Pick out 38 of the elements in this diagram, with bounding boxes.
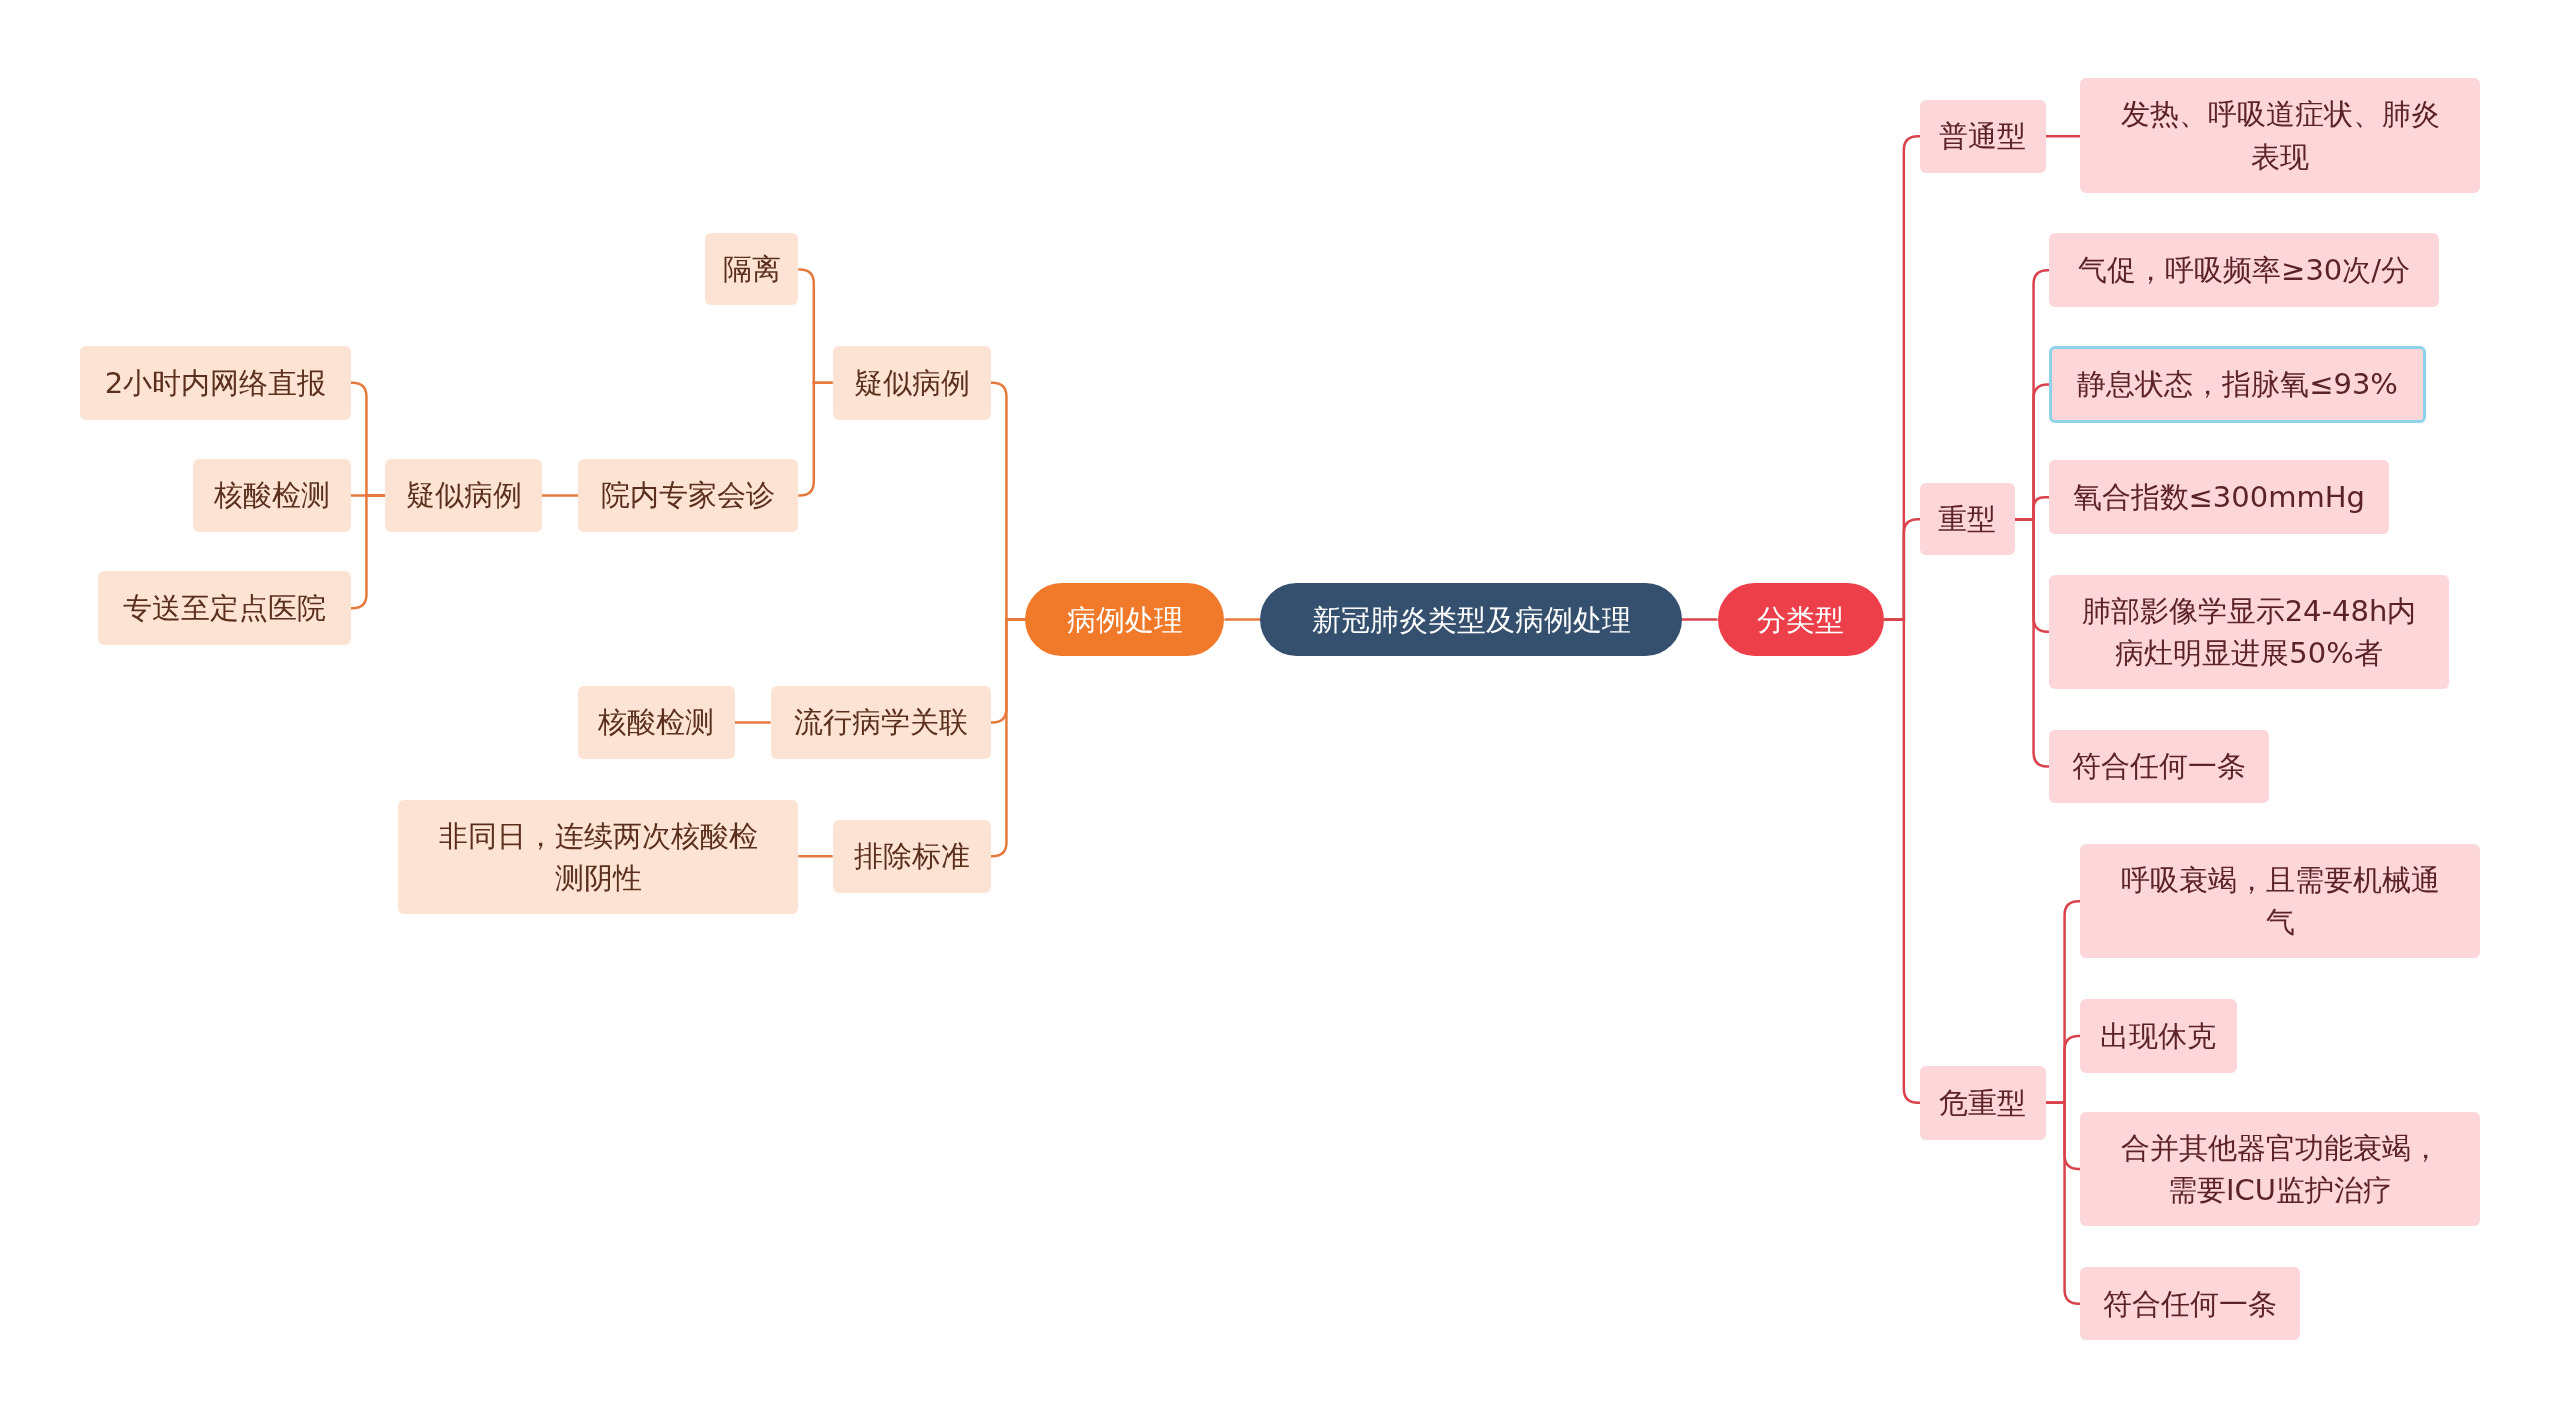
topic-box: 重型 bbox=[1920, 483, 2015, 556]
topic-box: 核酸检测 bbox=[577, 685, 735, 760]
topic-box: 气促，呼吸频率≥30次/分 bbox=[2048, 233, 2440, 307]
connector-line bbox=[991, 618, 1026, 858]
topic-box: 发热、呼吸道症状、肺炎表现 bbox=[2080, 78, 2480, 193]
connector-line bbox=[2045, 1101, 2081, 1305]
connector-line bbox=[542, 494, 578, 497]
connector-line bbox=[1681, 618, 1718, 621]
connector-line bbox=[351, 494, 386, 610]
topic-box: 核酸检测 bbox=[192, 458, 351, 533]
topic-box: 合并其他器官功能衰竭，需要ICU监护治疗 bbox=[2080, 1111, 2480, 1227]
topic-box: 普通型 bbox=[1920, 99, 2046, 174]
topic-box: 呼吸衰竭，且需要机械通气 bbox=[2080, 844, 2480, 959]
topic-box: 危重型 bbox=[1920, 1066, 2046, 1140]
topic-box: 隔离 bbox=[705, 233, 799, 306]
connector-line bbox=[2014, 517, 2049, 768]
topic-box: 非同日，连续两次核酸检测阴性 bbox=[398, 800, 799, 915]
topic-box: 出现休克 bbox=[2080, 999, 2237, 1073]
topic-box: 静息状态，指脉氧≤93% bbox=[2048, 346, 2427, 423]
connector-line bbox=[1224, 618, 1261, 621]
topic-box: 院内专家会诊 bbox=[577, 458, 799, 533]
connector-line bbox=[734, 721, 771, 724]
connector-line bbox=[2045, 135, 2080, 138]
topic-box: 肺部影像学显示24-48h内病灶明显进展50%者 bbox=[2048, 574, 2449, 689]
topic-box: 排除标准 bbox=[832, 819, 991, 894]
topic-box: 氧合指数≤300mmHg bbox=[2048, 460, 2389, 534]
connector-line bbox=[798, 381, 833, 497]
topic-box: 2小时内网络直报 bbox=[80, 346, 351, 420]
topic-box: 疑似病例 bbox=[832, 346, 991, 420]
central-topic: 新冠肺炎类型及病例处理 bbox=[1260, 582, 1682, 657]
branch-topic: 分类型 bbox=[1717, 582, 1885, 657]
branch-topic: 病例处理 bbox=[1025, 582, 1225, 657]
topic-box: 符合任何一条 bbox=[2048, 729, 2270, 804]
topic-box: 符合任何一条 bbox=[2080, 1266, 2301, 1341]
connector-line bbox=[798, 855, 833, 858]
topic-box: 专送至定点医院 bbox=[97, 571, 351, 645]
topic-box: 疑似病例 bbox=[385, 458, 543, 533]
topic-box: 流行病学关联 bbox=[770, 685, 991, 760]
